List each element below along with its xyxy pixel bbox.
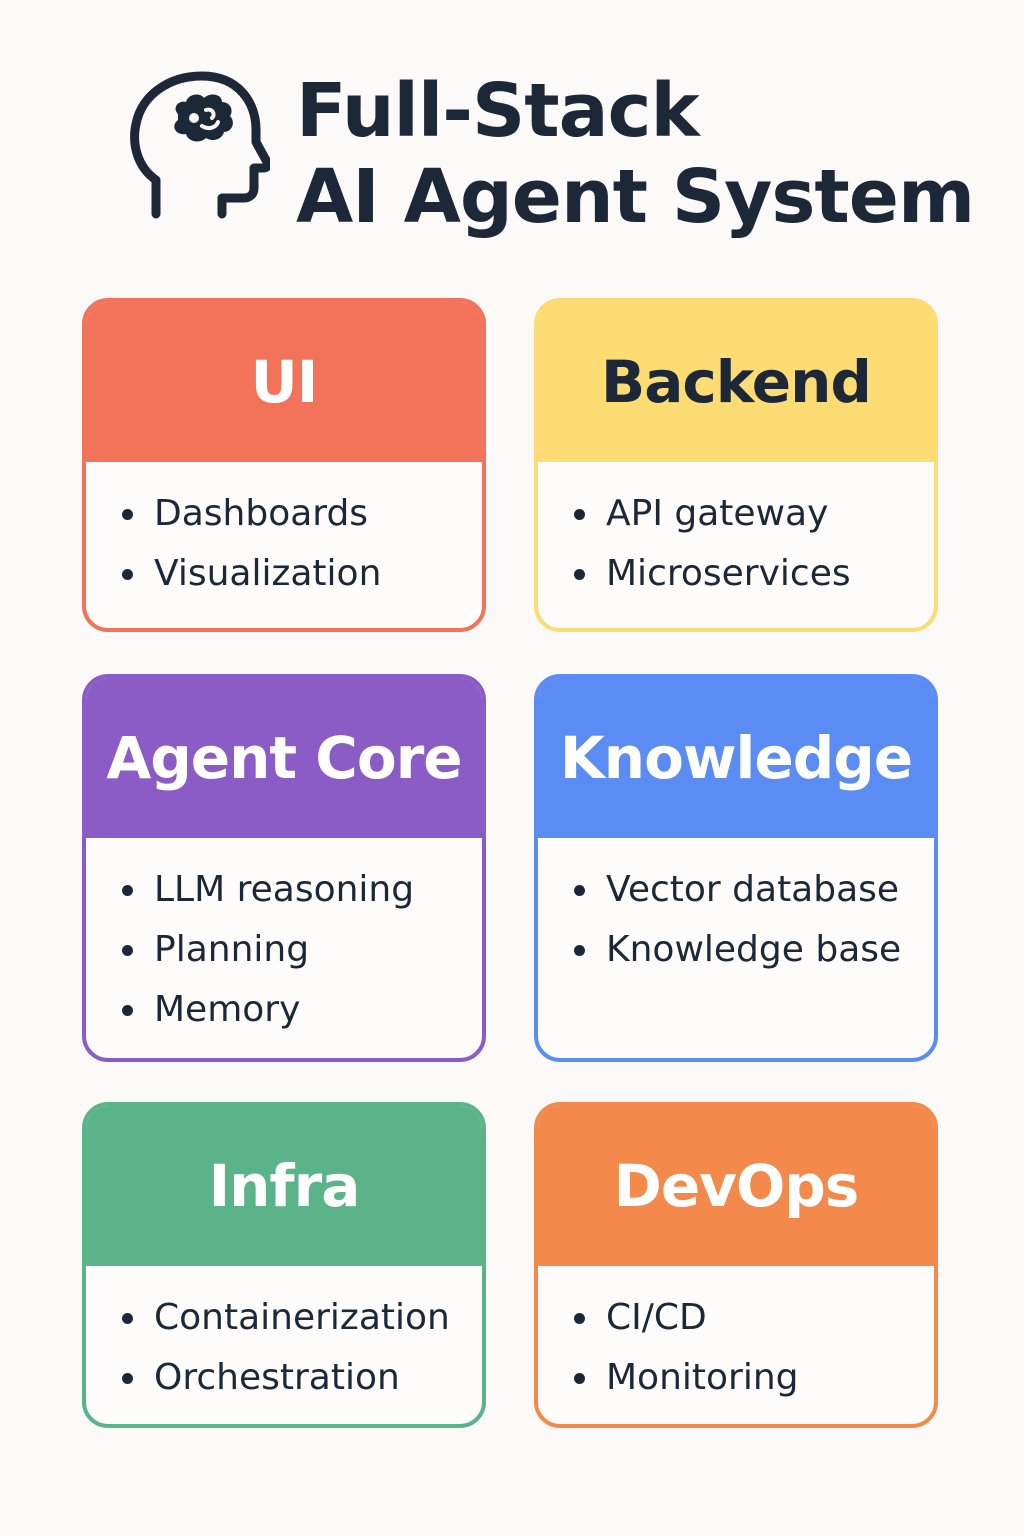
card-agent-core: Agent Core LLM reasoning Planning Memory (82, 674, 486, 1062)
card-header: Backend (538, 302, 934, 462)
list-item: Planning (86, 920, 482, 980)
list-item-label: Microservices (606, 553, 851, 594)
card-header: Agent Core (86, 678, 482, 838)
list-item-label: Containerization (154, 1297, 450, 1338)
bullet-icon (122, 509, 133, 520)
card-header: Knowledge (538, 678, 934, 838)
card-body: Containerization Orchestration (86, 1266, 482, 1408)
list-item: Visualization (86, 544, 482, 604)
list-item-label: Orchestration (154, 1357, 400, 1398)
list-item-label: LLM reasoning (154, 869, 415, 910)
bullet-icon (122, 569, 133, 580)
list-item-label: Visualization (154, 553, 382, 594)
list-item: LLM reasoning (86, 860, 482, 920)
bullet-icon (574, 945, 585, 956)
list-item: Dashboards (86, 484, 482, 544)
card-ui: UI Dashboards Visualization (82, 298, 486, 632)
list-item: Memory (86, 980, 482, 1040)
card-body: API gateway Microservices (538, 462, 934, 604)
title-line-2: AI Agent System (296, 154, 975, 240)
bullet-icon (574, 1373, 585, 1384)
card-title: Knowledge (559, 724, 913, 792)
card-title: Infra (208, 1152, 361, 1220)
card-devops: DevOps CI/CD Monitoring (534, 1102, 938, 1428)
list-item-label: Knowledge base (606, 929, 902, 970)
list-item: Orchestration (86, 1348, 482, 1408)
card-header: UI (86, 302, 482, 462)
list-item: Containerization (86, 1288, 482, 1348)
bullet-icon (122, 1005, 133, 1016)
title-line-1: Full-Stack (296, 68, 700, 154)
list-item-label: API gateway (606, 493, 829, 534)
list-item: Microservices (538, 544, 934, 604)
list-item-label: Monitoring (606, 1357, 799, 1398)
card-body: CI/CD Monitoring (538, 1266, 934, 1408)
header: Full-Stack AI Agent System (130, 62, 990, 242)
list-item-label: Planning (154, 929, 310, 970)
card-knowledge: Knowledge Vector database Knowledge base (534, 674, 938, 1062)
bullet-icon (574, 569, 585, 580)
bullet-icon (574, 885, 585, 896)
list-item: Monitoring (538, 1348, 934, 1408)
list-item: Knowledge base (538, 920, 934, 980)
list-item-label: Memory (154, 989, 301, 1030)
list-item-label: CI/CD (606, 1297, 707, 1338)
list-item: Vector database (538, 860, 934, 920)
bullet-icon (122, 945, 133, 956)
card-body: Dashboards Visualization (86, 462, 482, 604)
bullet-icon (122, 885, 133, 896)
card-infra: Infra Containerization Orchestration (82, 1102, 486, 1428)
card-body: Vector database Knowledge base (538, 838, 934, 980)
list-item: CI/CD (538, 1288, 934, 1348)
card-title: DevOps (613, 1152, 860, 1220)
card-backend: Backend API gateway Microservices (534, 298, 938, 632)
head-brain-icon (130, 71, 270, 219)
card-title: UI (250, 348, 319, 416)
list-item-label: Vector database (606, 869, 900, 910)
card-header: DevOps (538, 1106, 934, 1266)
list-item-label: Dashboards (154, 493, 369, 534)
card-body: LLM reasoning Planning Memory (86, 838, 482, 1040)
page-title: Full-Stack AI Agent System (296, 68, 975, 240)
bullet-icon (574, 509, 585, 520)
card-title: Agent Core (106, 724, 462, 792)
bullet-icon (122, 1373, 133, 1384)
card-title: Backend (601, 348, 872, 416)
card-header: Infra (86, 1106, 482, 1266)
bullet-icon (574, 1313, 585, 1324)
bullet-icon (122, 1313, 133, 1324)
list-item: API gateway (538, 484, 934, 544)
